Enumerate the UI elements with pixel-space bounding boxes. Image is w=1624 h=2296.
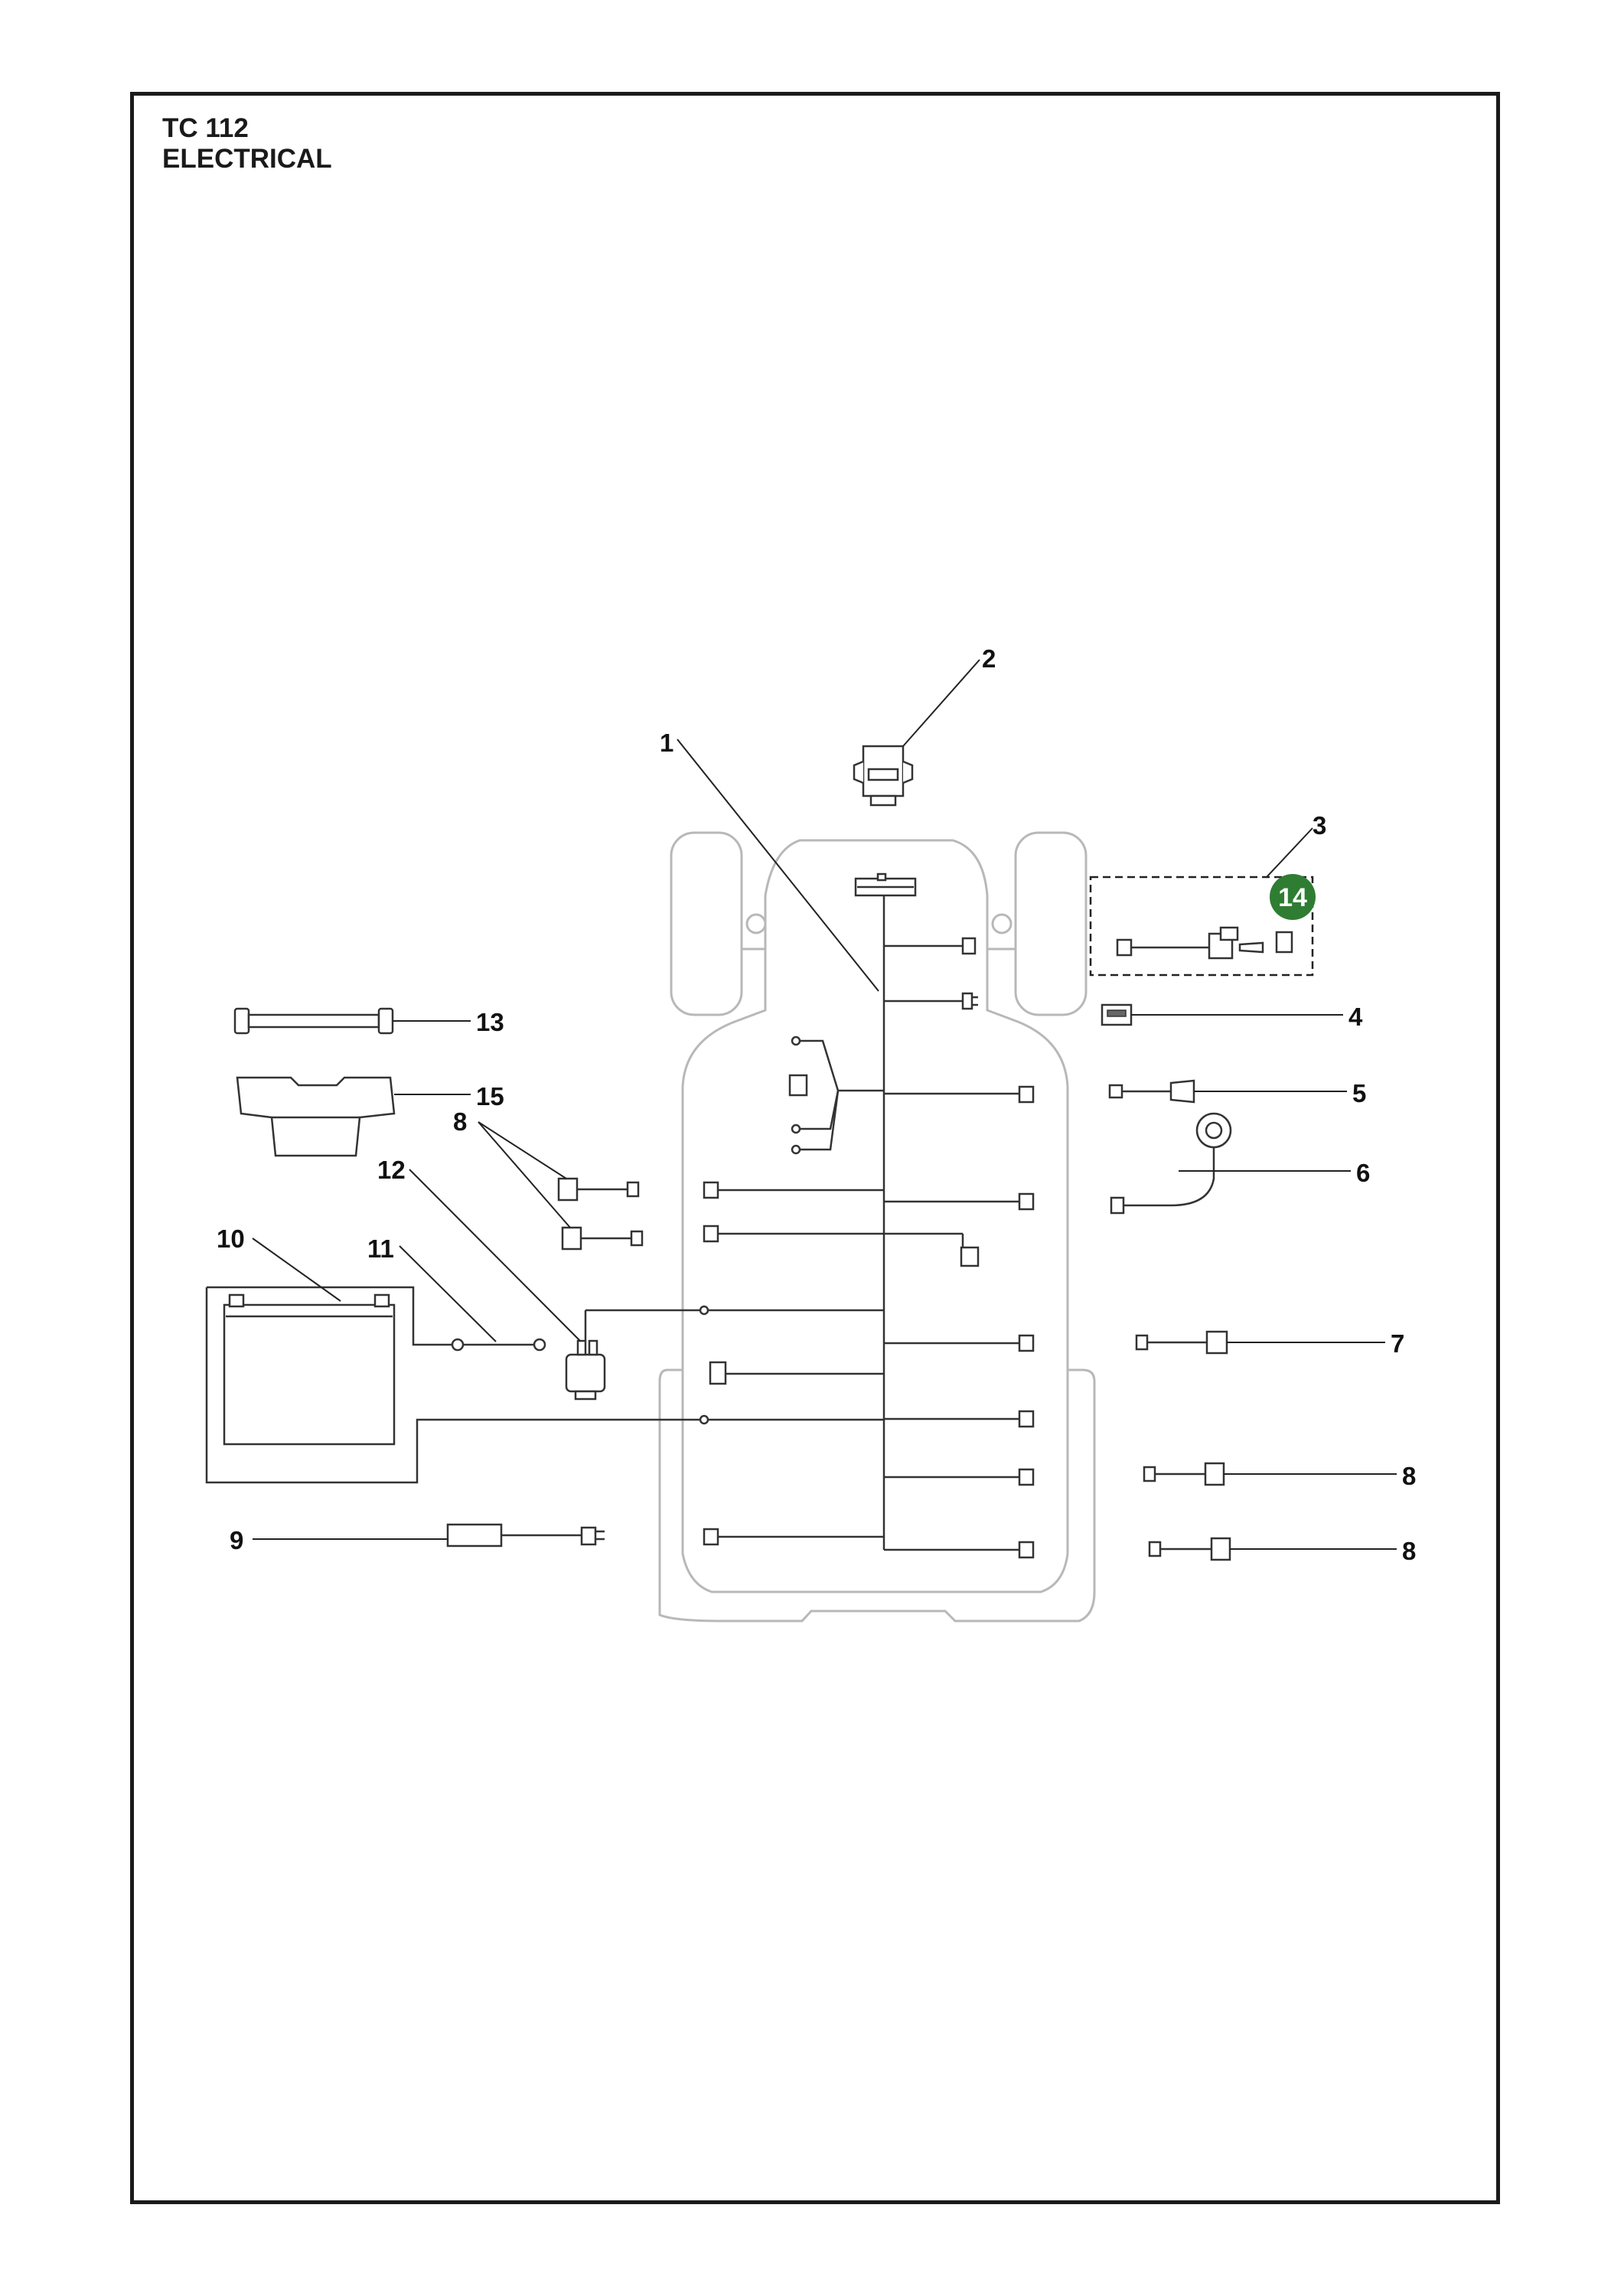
battery-tray [236, 1076, 396, 1157]
ignition-switch-kit [1089, 876, 1314, 977]
callout-3: 3 [1313, 811, 1326, 840]
battery-cable-positive [207, 1286, 452, 1346]
callout-13: 13 [476, 1008, 504, 1036]
callout-1: 1 [660, 729, 673, 757]
alarm-buzzer [1110, 1112, 1232, 1215]
harness-connector-multi [960, 1246, 980, 1267]
callout-8-right-lower: 8 [1402, 1537, 1416, 1565]
model-name: TC 112 [162, 113, 249, 143]
callout-8-left: 8 [453, 1107, 467, 1136]
callout-11: 11 [367, 1234, 394, 1263]
callout-6: 6 [1356, 1159, 1370, 1187]
callout-14-badge: 14 [1270, 874, 1316, 920]
callout-8-right-upper: 8 [1402, 1462, 1416, 1490]
chassis-outline [658, 831, 1096, 1623]
diagram-frame [130, 92, 1500, 2204]
switch-5 [1108, 1079, 1195, 1104]
battery-cable-negative [205, 1287, 700, 1484]
starter-solenoid [565, 1309, 700, 1401]
sensor-7 [1135, 1330, 1228, 1355]
fuse-holder [233, 1007, 394, 1035]
callout-7: 7 [1391, 1329, 1404, 1358]
front-left-wheel [670, 831, 743, 1016]
callout-15: 15 [476, 1082, 504, 1110]
battery-cable [451, 1338, 546, 1352]
page-title: TC 112 ELECTRICAL [162, 113, 332, 174]
section-name: ELECTRICAL [162, 144, 332, 174]
harness-connector [961, 937, 977, 955]
safety-switch-8b [1148, 1537, 1231, 1561]
leader-lines [252, 659, 1397, 1550]
callout-labels: 1 2 3 4 5 6 7 8 8 8 9 10 11 12 13 15 [217, 644, 1416, 1565]
safety-switch-8a [1143, 1462, 1225, 1486]
seat-switch [446, 1523, 605, 1548]
callout-5: 5 [1352, 1079, 1366, 1107]
hood-outline [764, 839, 989, 1003]
harness-connector-left [788, 1074, 808, 1097]
callout-4: 4 [1348, 1003, 1363, 1031]
battery [223, 1293, 396, 1446]
callout-10: 10 [217, 1225, 245, 1253]
front-right-wheel [1014, 831, 1088, 1016]
callout-9: 9 [230, 1526, 243, 1554]
control-module [853, 745, 914, 807]
callout-14: 14 [1278, 883, 1307, 912]
safety-switch-8c [557, 1177, 640, 1202]
body-outline [658, 1003, 1096, 1623]
callout-12: 12 [377, 1156, 406, 1184]
safety-switch-8d [561, 1226, 644, 1251]
callout-2: 2 [982, 644, 996, 673]
main-wiring-harness [699, 872, 1035, 1559]
